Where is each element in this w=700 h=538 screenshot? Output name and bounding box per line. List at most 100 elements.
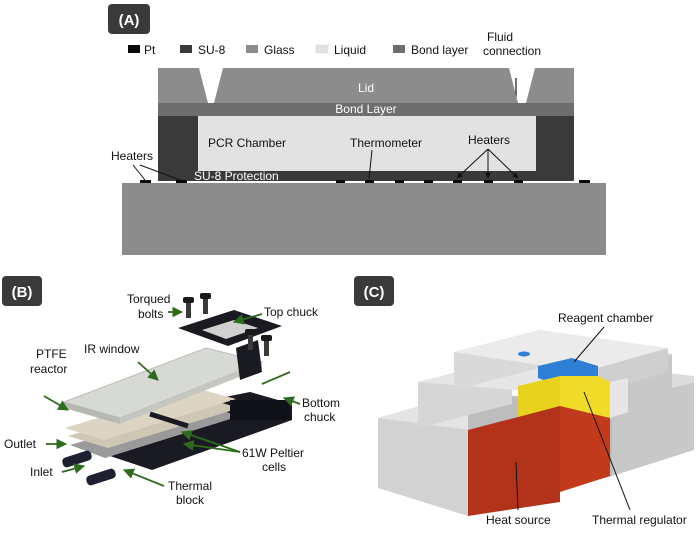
peltier-divider: [149, 411, 189, 429]
legend-label-pt: Pt: [144, 43, 156, 57]
top-tier-top: [454, 330, 668, 372]
peltier-label-line2: cells: [262, 460, 286, 474]
bolt-head: [261, 335, 272, 341]
bottom-chuck-pointer-upper: [261, 371, 291, 385]
bond-layer-label: Bond Layer: [335, 102, 396, 116]
lid-label: Lid: [358, 81, 374, 95]
heaters-left-pointer: [132, 164, 146, 181]
panel-b-tag-badge: [2, 276, 42, 306]
thermal-regulator-right: [560, 376, 610, 418]
panel-a-tag: (A): [119, 12, 140, 29]
legend-swatch-glass: [246, 45, 258, 53]
peltier-pointer: [180, 430, 241, 453]
panel-c-tag: (C): [364, 284, 385, 301]
heaters-right-pointer: [456, 148, 489, 179]
thermal-block-pointer: [122, 468, 165, 487]
inlet-label: Inlet: [30, 465, 53, 479]
pt-heater: [176, 180, 187, 183]
bolt-shaft: [186, 300, 191, 318]
pt-element: [424, 180, 433, 183]
outlet-label: Outlet: [4, 437, 37, 451]
heat-source-pointer: [515, 461, 519, 511]
thermometer-pointer: [368, 149, 373, 180]
thermal-block-label-line1: Thermal: [168, 479, 212, 493]
pcr-chamber-label: PCR Chamber: [208, 136, 286, 150]
pt-thermometer: [365, 180, 374, 183]
torqued-bolts-label-line1: Torqued: [127, 292, 170, 306]
heaters-right-pointer: [487, 148, 519, 179]
legend-label-bond-layer: Bond layer: [411, 43, 468, 57]
pt-heater: [484, 180, 493, 183]
bottom-chuck-pointer: [282, 396, 301, 407]
reagent-chamber-label: Reagent chamber: [558, 311, 653, 325]
su8-protection-layer: [158, 171, 574, 181]
legend-swatch-su8: [180, 45, 192, 53]
legend-swatch-pt: [128, 45, 140, 53]
top-chuck-window: [202, 320, 258, 339]
ptfe-reactor-pointer: [43, 395, 69, 411]
legend-label-liquid: Liquid: [334, 43, 366, 57]
pt-element: [395, 180, 404, 183]
ptfe-reactor-label-line2: reactor: [30, 362, 67, 376]
thermometer-label: Thermometer: [350, 136, 422, 150]
ptfe-reactor-label-line1: PTFE: [36, 347, 67, 361]
pt-element: [336, 180, 345, 183]
legend: Pt SU-8 Glass Liquid Bond layer: [128, 43, 468, 57]
panel-a: (A) Pt SU-8 Glass Liquid Bond layer Flui…: [108, 4, 700, 262]
thermal-regulator-pointer: [583, 391, 631, 511]
heaters-right-label: Heaters: [468, 133, 510, 147]
heat-source-left: [468, 406, 560, 516]
lid-glass: [158, 68, 574, 103]
glass-substrate: [122, 183, 606, 255]
pt-electrodes: [140, 180, 590, 183]
legend-label-su8: SU-8: [198, 43, 226, 57]
bolt-shaft: [264, 338, 269, 356]
panel-b: (B) Torqued bolts Top chuck: [2, 276, 340, 507]
peltier-label-line1: 61W Peltier: [242, 446, 304, 460]
ir-window-label: IR window: [84, 342, 140, 356]
reagent-chamber-pointer: [573, 326, 605, 363]
bottom-chuck-end: [230, 400, 290, 420]
regulator-side-wall: [610, 378, 628, 418]
pt-heater: [579, 180, 590, 183]
bolt-head: [245, 329, 256, 335]
inlet-tube: [86, 468, 116, 486]
reagent-inlet-port: [518, 351, 530, 357]
thermal-block-label-line2: block: [176, 493, 205, 507]
top-chuck-label: Top chuck: [264, 305, 319, 319]
peltier-pointer: [182, 440, 241, 453]
ptfe-reactor-edge: [64, 402, 120, 424]
bottom-chuck-label-line1: Bottom: [302, 396, 340, 410]
bottom-chuck-label-line2: chuck: [304, 410, 336, 424]
inlet-pointer: [61, 463, 86, 474]
pcr-chamber-liquid: [198, 116, 536, 171]
outlet-tube: [62, 450, 92, 468]
heat-source-right: [560, 406, 610, 492]
legend-swatch-liquid: [315, 44, 329, 54]
bolt-head: [183, 297, 194, 303]
legend-label-glass: Glass: [264, 43, 295, 57]
su8-wall-right: [536, 116, 574, 180]
pt-heater: [514, 180, 523, 183]
ptfe-reactor-side: [120, 362, 262, 424]
top-chuck-clamp: [236, 340, 262, 380]
bolt-shaft: [248, 332, 253, 350]
panel-c-tag-badge: [354, 276, 394, 306]
su8-protection-label: SU-8 Protection: [194, 169, 279, 183]
heaters-left-label: Heaters: [111, 149, 153, 163]
heaters-left-pointer: [139, 164, 181, 181]
pt-heater: [140, 180, 151, 183]
ir-window-pointer: [137, 361, 159, 381]
legend-swatch-bond-layer: [393, 45, 405, 53]
panel-c: (C) Reagent chamber Heat source Thermal: [354, 276, 694, 527]
torqued-bolts-label-line2: bolts: [138, 307, 163, 321]
bolt-head: [200, 293, 211, 299]
heat-source-label: Heat source: [486, 513, 551, 527]
bond-layer: [158, 103, 574, 116]
panel-a-tag-badge: [108, 4, 150, 34]
pt-heater: [453, 180, 462, 183]
panel-b-tag: (B): [12, 284, 33, 301]
bolt-shaft: [203, 296, 208, 314]
thermal-regulator-left: [518, 376, 560, 418]
